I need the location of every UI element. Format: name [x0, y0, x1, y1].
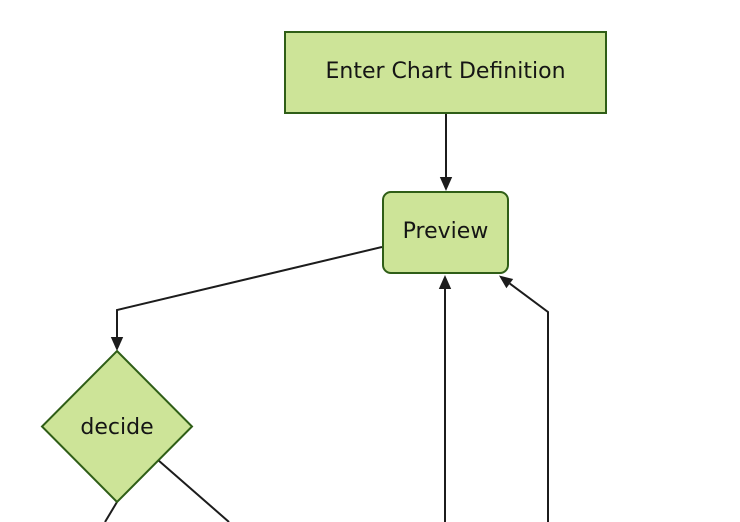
- arrowhead-into-preview-bottom: [438, 275, 452, 289]
- arrowhead-into-preview-corner: [499, 275, 514, 289]
- node-decide-shape: [40, 349, 194, 504]
- edge-preview-to-decide: [116, 246, 383, 338]
- arrowhead-into-decide-top: [110, 337, 124, 351]
- node-decide-label: decide: [80, 414, 154, 440]
- node-preview-label: Preview: [402, 219, 489, 245]
- node-enter-chart-definition-label: Enter Chart Definition: [325, 59, 566, 85]
- edge-decide-to-offscreen-left: [104, 501, 118, 522]
- edge-bottom-right-to-preview: [509, 282, 549, 522]
- node-enter-chart-definition: Enter Chart Definition: [284, 31, 607, 114]
- node-preview: Preview: [382, 191, 509, 274]
- node-decide: decide: [42, 412, 192, 442]
- arrowhead-into-preview-top: [439, 177, 453, 191]
- edge-decide-to-offscreen-right: [157, 459, 230, 522]
